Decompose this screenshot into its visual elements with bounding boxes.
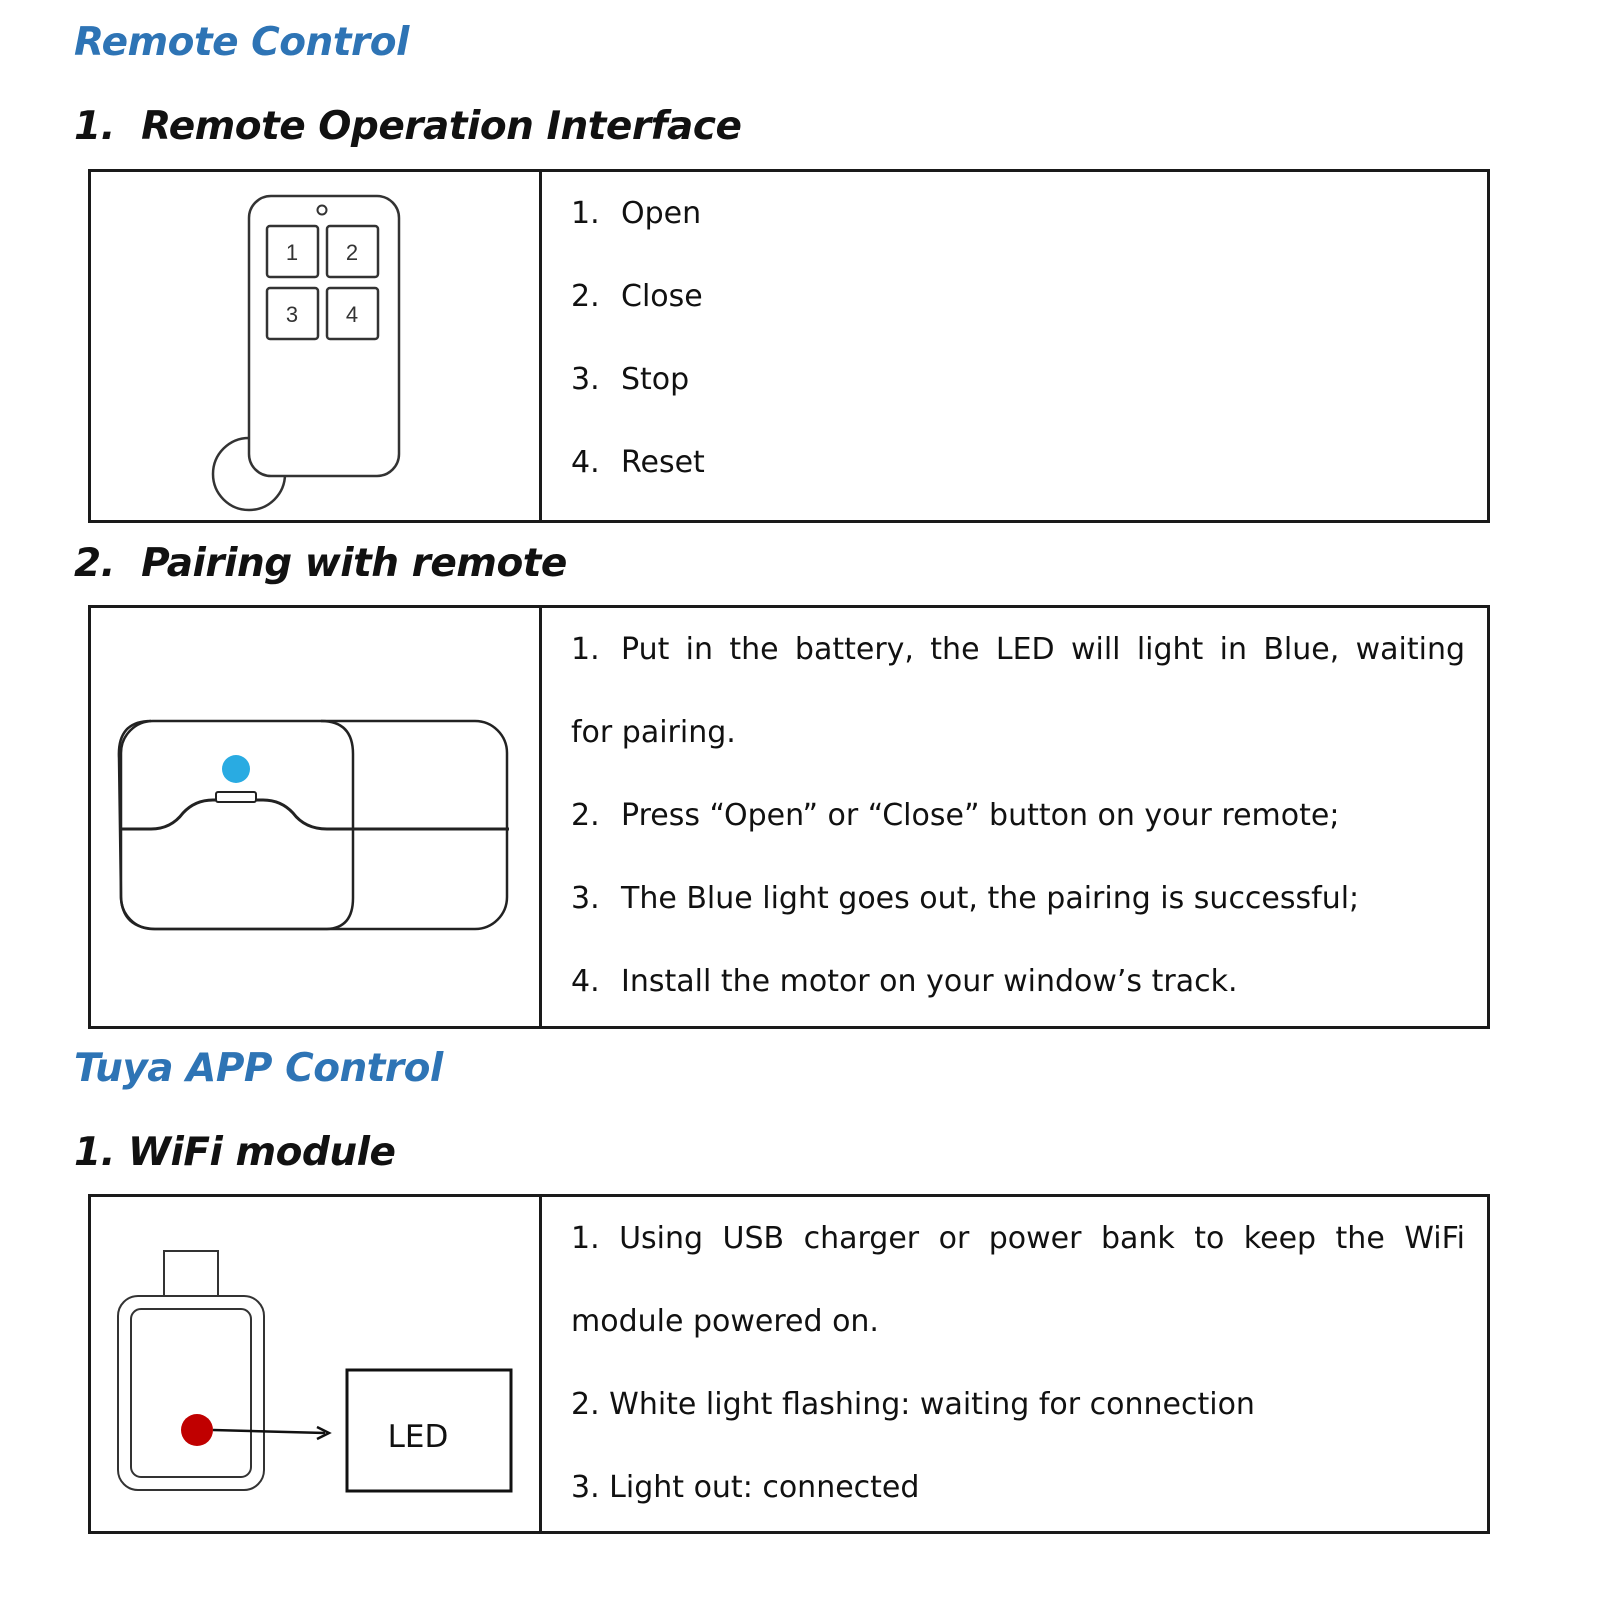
heading-wifi-module: 1. WiFi module: [74, 1130, 396, 1175]
heading-pairing-with-remote: 2. Pairing with remote: [74, 541, 567, 586]
motor-illustration: [91, 608, 539, 1026]
remote-button-4: [325, 286, 380, 341]
list-item: 2. White light flashing: waiting for con…: [571, 1387, 1255, 1422]
wifi-table: LED 1. Using USB charger or power bank t…: [88, 1194, 1490, 1534]
remote-button-label-4: 4: [346, 302, 358, 327]
list-item-continuation: module powered on.: [571, 1304, 879, 1339]
wifi-led-dot: [181, 1414, 213, 1446]
remote-button-label-2: 2: [346, 240, 358, 265]
remote-button-2: [325, 224, 380, 279]
remote-button-label-3: 3: [286, 302, 298, 327]
list-item: 3. Light out: connected: [571, 1470, 920, 1505]
remote-illustration: 1 2 3 4: [91, 172, 539, 520]
motor-device-icon: [117, 719, 509, 931]
list-item: 1. Using USB charger or power bank to ke…: [571, 1221, 1465, 1256]
remote-button-label-1: 1: [286, 240, 298, 265]
list-item: 1.Put in the battery, the LED will light…: [571, 632, 1465, 667]
list-item-continuation: for pairing.: [571, 715, 736, 750]
list-item: 1.Open: [571, 196, 702, 231]
list-item: 2.Press “Open” or “Close” button on your…: [571, 798, 1340, 833]
led-label: LED: [388, 1419, 449, 1455]
list-item: 4.Reset: [571, 445, 705, 480]
pairing-table: 1.Put in the battery, the LED will light…: [88, 605, 1490, 1029]
table-divider: [539, 172, 542, 520]
wifi-module-icon: LED: [117, 1250, 513, 1493]
led-indicator: [222, 755, 250, 783]
table-divider: [539, 608, 542, 1026]
heading-remote-operation-interface: 1. Remote Operation Interface: [74, 104, 742, 149]
list-item: 2.Close: [571, 279, 703, 314]
remote-control-icon: 1 2 3 4: [211, 194, 401, 512]
section-title-tuya-app-control: Tuya APP Control: [74, 1046, 443, 1091]
wifi-module-illustration: LED: [91, 1197, 539, 1531]
led-label-box: [345, 1368, 513, 1493]
remote-button-3: [265, 286, 320, 341]
remote-interface-table: 1 2 3 4 1.Open 2.Close 3.Stop 4.Reset: [88, 169, 1490, 523]
list-item: 4.Install the motor on your window’s tra…: [571, 964, 1238, 999]
list-item: 3.The Blue light goes out, the pairing i…: [571, 881, 1360, 916]
section-title-remote-control: Remote Control: [74, 20, 409, 65]
table-divider: [539, 1197, 542, 1531]
list-item: 3.Stop: [571, 362, 690, 397]
remote-button-1: [265, 224, 320, 279]
